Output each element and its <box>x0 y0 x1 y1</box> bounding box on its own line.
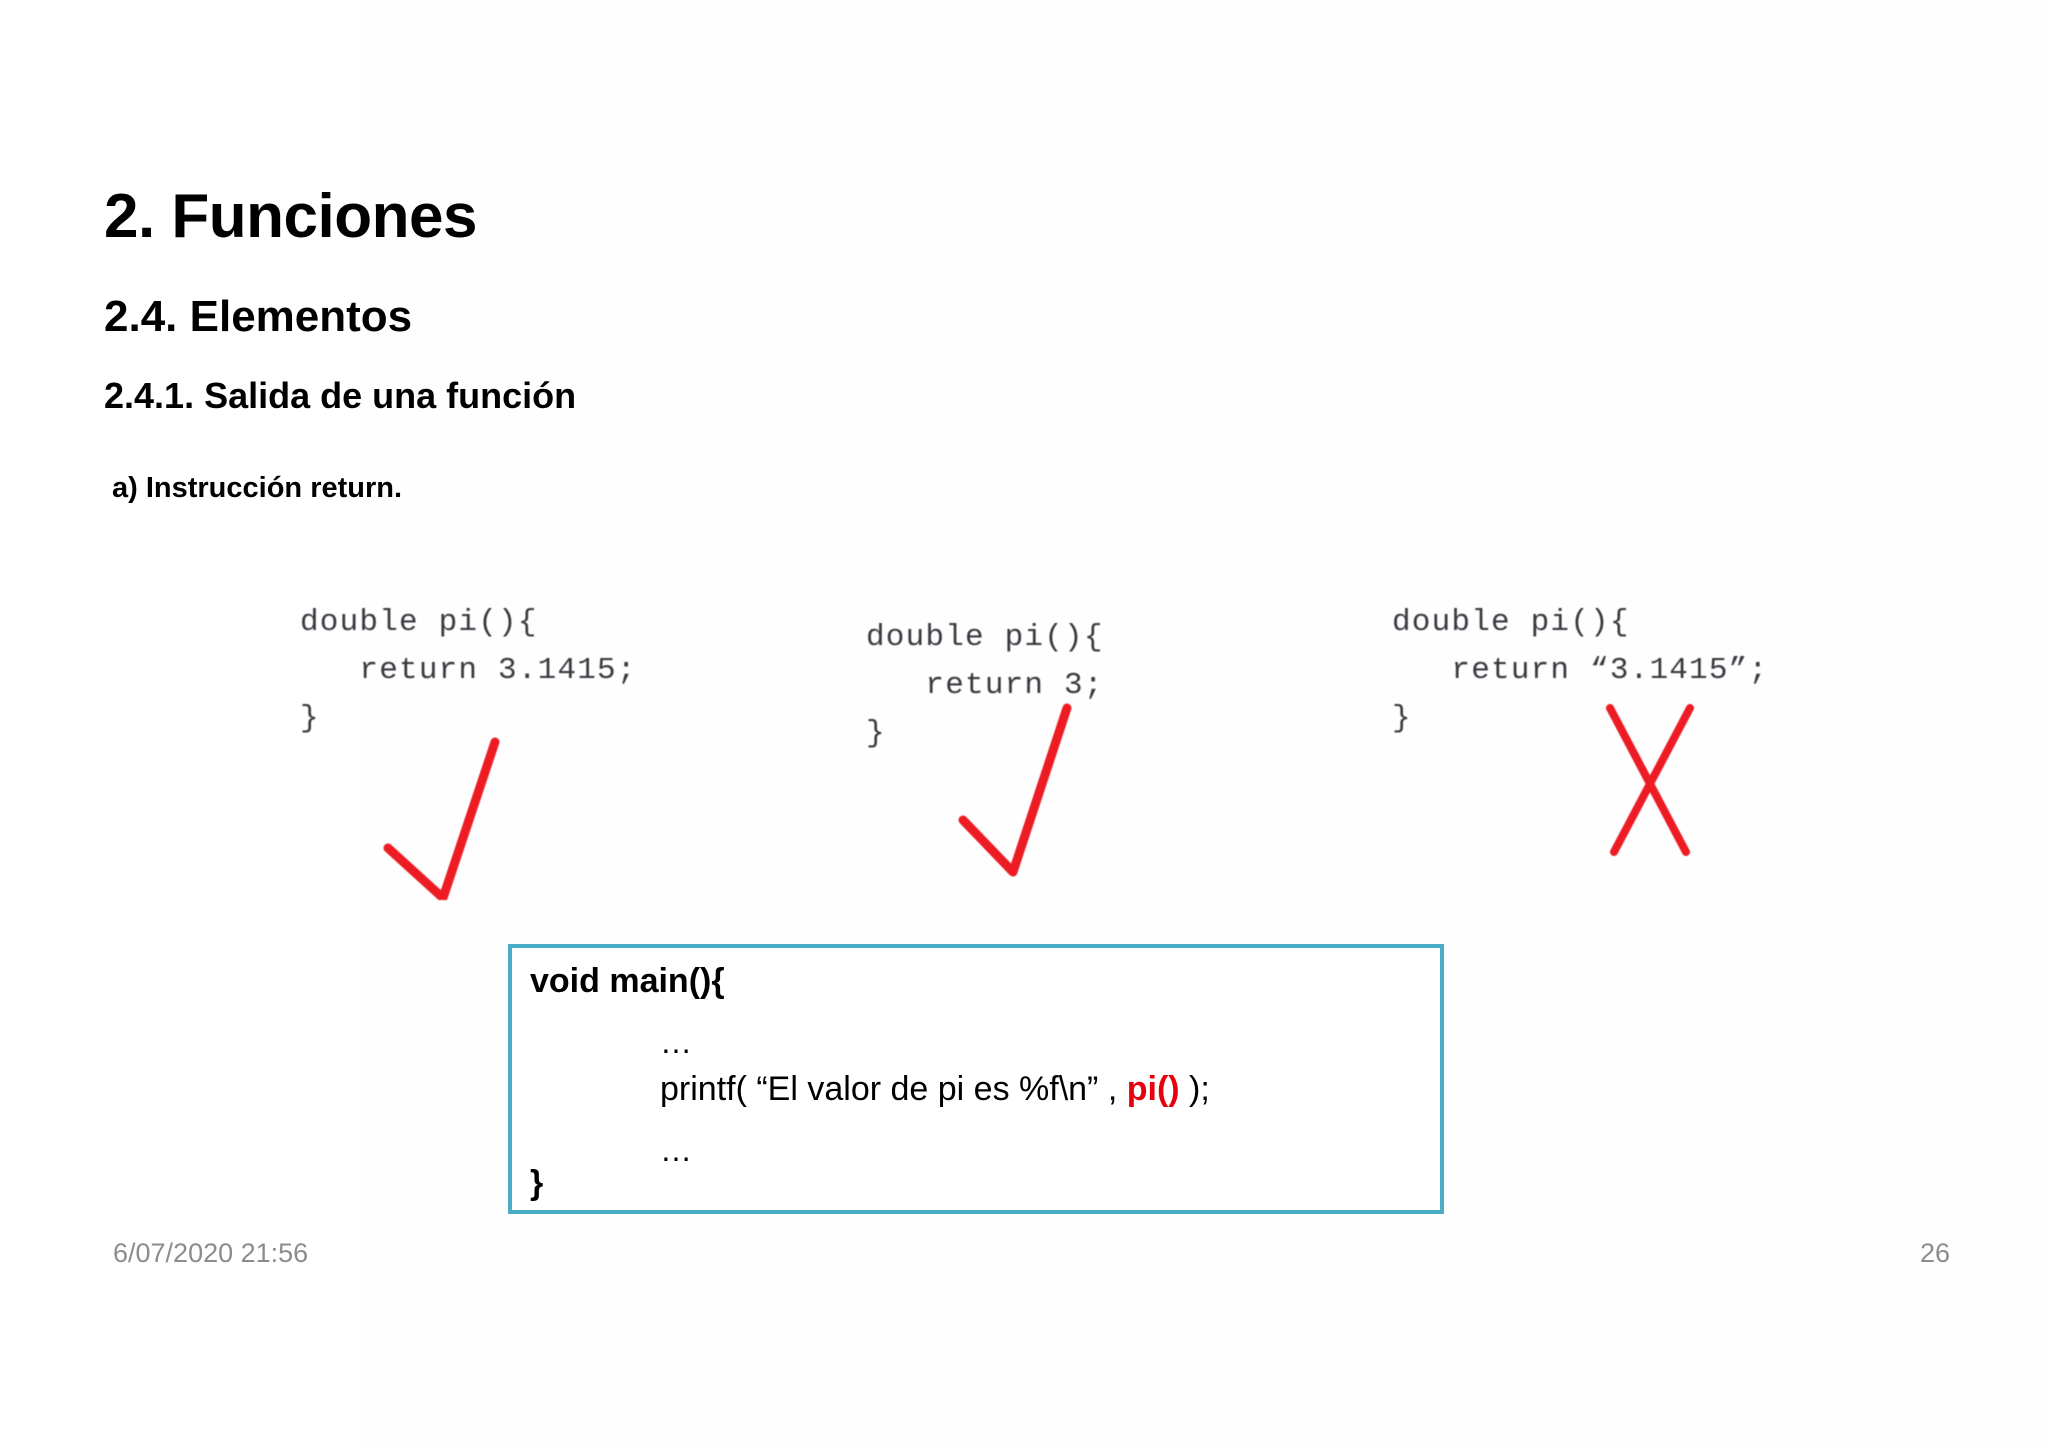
printf-suffix: ); <box>1179 1070 1210 1108</box>
footer-page-number: 26 <box>1920 1238 1951 1268</box>
code-snippet-valid-int: double pi(){ return 3; } <box>866 620 1104 752</box>
code-line-main-open: void main(){ <box>530 962 725 1000</box>
footer-timestamp: 6/07/2020 21:56 <box>113 1238 309 1268</box>
subsection-heading: 2.4.1. Salida de una función <box>104 375 577 416</box>
page-title: 2. Funciones <box>104 182 477 251</box>
code-line-main-close: } <box>530 1164 544 1202</box>
check-mark-icon-2 <box>955 700 1155 880</box>
printf-prefix: printf( “El valor de pi es %f\n” , <box>660 1070 1127 1108</box>
check-mark-icon-1 <box>380 730 580 900</box>
code-snippet-valid-double: double pi(){ return 3.1415; } <box>300 605 637 737</box>
code-line-printf: printf( “El valor de pi es %f\n” , pi() … <box>660 1070 1210 1109</box>
section-heading: 2.4. Elementos <box>104 292 413 341</box>
code-line-ellipsis-top: … <box>660 1024 694 1060</box>
cross-mark-icon <box>1598 700 1738 860</box>
main-example-box: void main(){ … printf( “El valor de pi e… <box>508 944 1444 1214</box>
function-call-pi: pi() <box>1126 1070 1180 1108</box>
code-snippet-invalid-string: double pi(){ return “3.1415”; } <box>1392 605 1769 737</box>
code-line-ellipsis-bottom: … <box>660 1132 694 1168</box>
bullet-item-a: a) Instrucción return. <box>112 472 403 504</box>
